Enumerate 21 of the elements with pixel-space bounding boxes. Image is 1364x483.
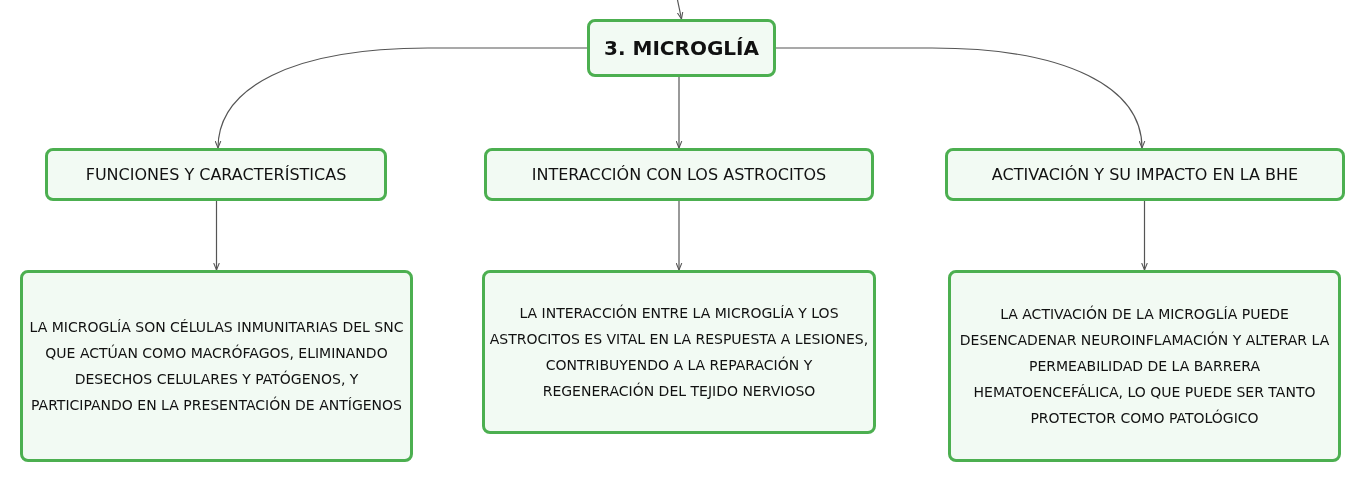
detail-box [20,270,413,462]
detail-box [948,270,1341,462]
description-text: LA ACTIVACIÓN DE LA MICROGLÍA PUEDE DESENCADENAR NEUROINFLAMACIÓN Y ALTERAR LA PERMEABILIDAD DE LA BARRERA HEMATOENCEFÁLICA, LO QUE PUEDE SER TANTO PROTECTOR COMO PATOLÓGICO [958,304,1331,428]
subtopic-label: ACTIVACIÓN Y SU IMPACTO EN LA BHE [991,165,1299,184]
description-text: LA INTERACCIÓN ENTRE LA MICROGLÍA Y LOS ASTROCITOS ES VITAL EN LA RESPUESTA A LESIONES, CONTRIBUYENDO A LA REPARACIÓN Y REGENERACIÓN DEL TEJIDO NERVIOSO [488,303,870,401]
subtopic-label: FUNCIONES Y CARACTERÍSTICAS [85,165,347,184]
subtopic-label: INTERACCIÓN CON LOS ASTROCITOS [531,165,827,184]
topic-title: 3. MICROGLÍA [604,36,759,60]
connector-arrow [1141,200,1148,271]
connector-arrow [215,47,588,149]
subtopic-box [945,148,1345,201]
topic-box [587,19,776,77]
connector-arrow [675,200,683,271]
subtopic-box [484,148,874,201]
connector-arrow [775,47,1145,149]
connector-arrow [675,76,683,149]
description-text: LA MICROGLÍA SON CÉLULAS INMUNITARIAS DEL SNC QUE ACTÚAN COMO MACRÓFAGOS, ELIMINANDO DESECHOS CELULARES Y PATÓGENOS, Y PARTICIPANDO EN LA PRESENTACIÓN DE ANTÍGENOS [28,318,405,415]
connector-arrow [213,200,220,271]
detail-box [482,270,876,434]
subtopic-box [45,148,387,201]
connector-arrow [676,0,684,20]
